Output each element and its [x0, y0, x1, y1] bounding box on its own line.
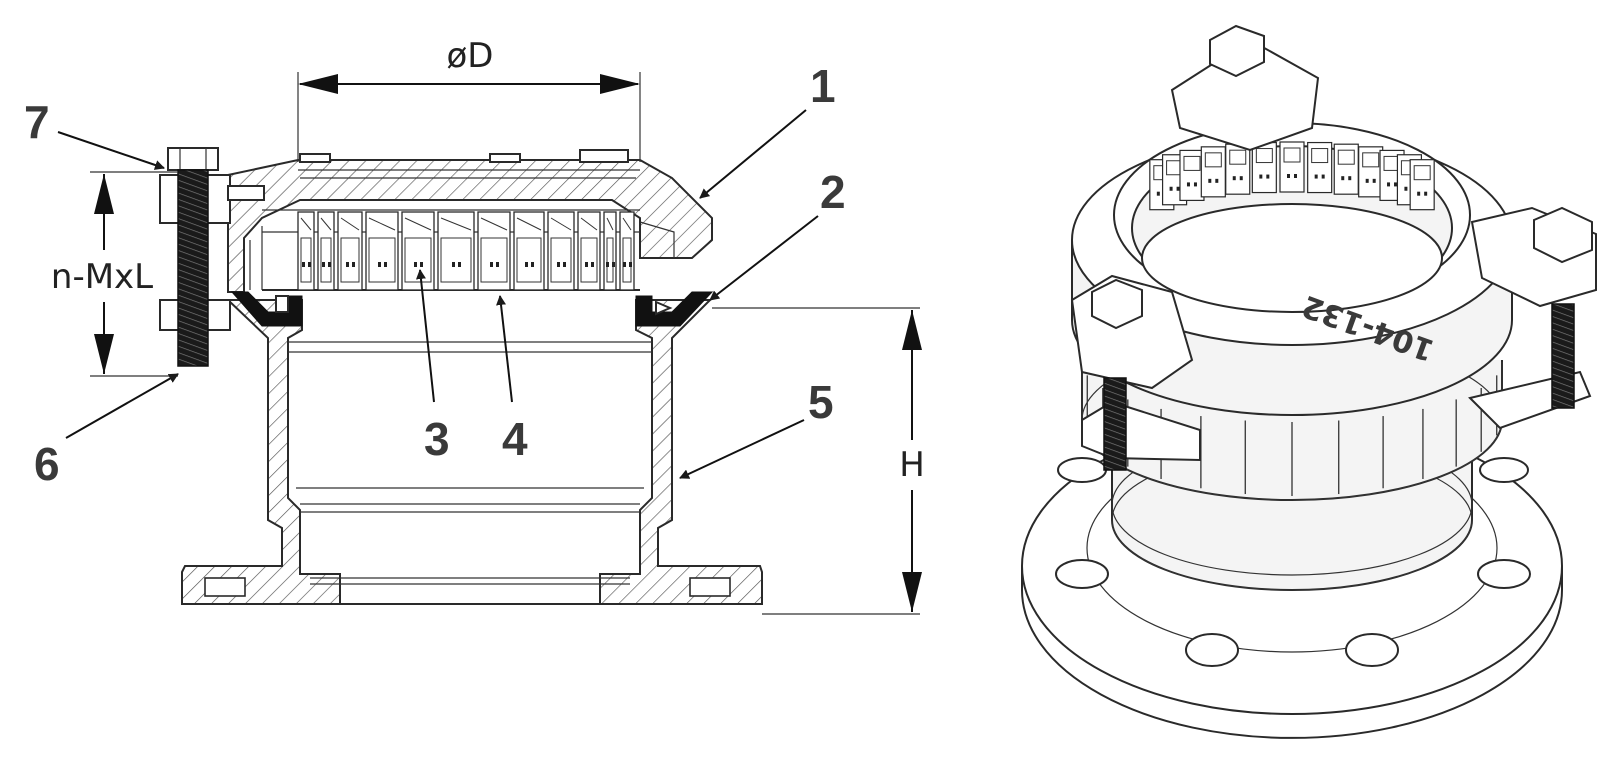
- grip-segment: [365, 211, 399, 291]
- iso-grip-segment: [1225, 143, 1251, 195]
- callout-6: 6: [34, 438, 60, 490]
- iso-grip-segment: [1251, 141, 1277, 194]
- iso-grip-segments: [1149, 141, 1435, 211]
- bolt: [167, 147, 219, 367]
- iso-grip-segment: [1179, 149, 1205, 202]
- section-view: øD n-MxL H: [24, 36, 925, 615]
- dimension-height: H: [712, 307, 925, 615]
- grip-segment: [577, 211, 601, 291]
- gland-ring-section: [159, 149, 713, 331]
- grip-segment: [317, 211, 335, 291]
- grip-segments: [249, 209, 640, 291]
- callout-7: 7: [24, 96, 50, 148]
- grip-segment: [547, 211, 575, 291]
- grip-segment: [513, 211, 545, 291]
- callout-2: 2: [820, 166, 846, 218]
- grip-segment: [337, 211, 363, 291]
- grip-segment: [603, 211, 617, 291]
- grip-segment: [437, 211, 475, 291]
- iso-grip-segment: [1200, 146, 1226, 198]
- iso-grip-segment: [1307, 141, 1333, 194]
- callout-4: 4: [502, 413, 528, 465]
- bolt-spec-label: n-MxL: [51, 257, 153, 297]
- callout-1: 1: [810, 60, 836, 112]
- iso-grip-segment: [1279, 141, 1305, 193]
- gasket-section: [230, 291, 714, 327]
- grip-segment: [401, 211, 435, 291]
- iso-grip-segment: [1409, 159, 1435, 211]
- iso-grip-segment: [1358, 146, 1384, 198]
- grip-segment: [619, 211, 635, 291]
- iso-grip-segment: [1333, 143, 1359, 195]
- isometric-view: 104-132: [1021, 24, 1597, 739]
- height-label: H: [899, 445, 925, 485]
- callout-3: 3: [424, 413, 450, 465]
- grip-segment: [477, 211, 511, 291]
- adapter-body-section: [181, 299, 763, 605]
- callout-5: 5: [808, 376, 834, 428]
- diameter-label: øD: [447, 36, 494, 76]
- grip-segment: [297, 211, 315, 291]
- leader-lines: [57, 109, 819, 479]
- dimension-diameter: øD: [297, 36, 641, 162]
- dimension-bolt-length: n-MxL: [51, 171, 178, 377]
- flange-bolt-holes: [1055, 457, 1531, 667]
